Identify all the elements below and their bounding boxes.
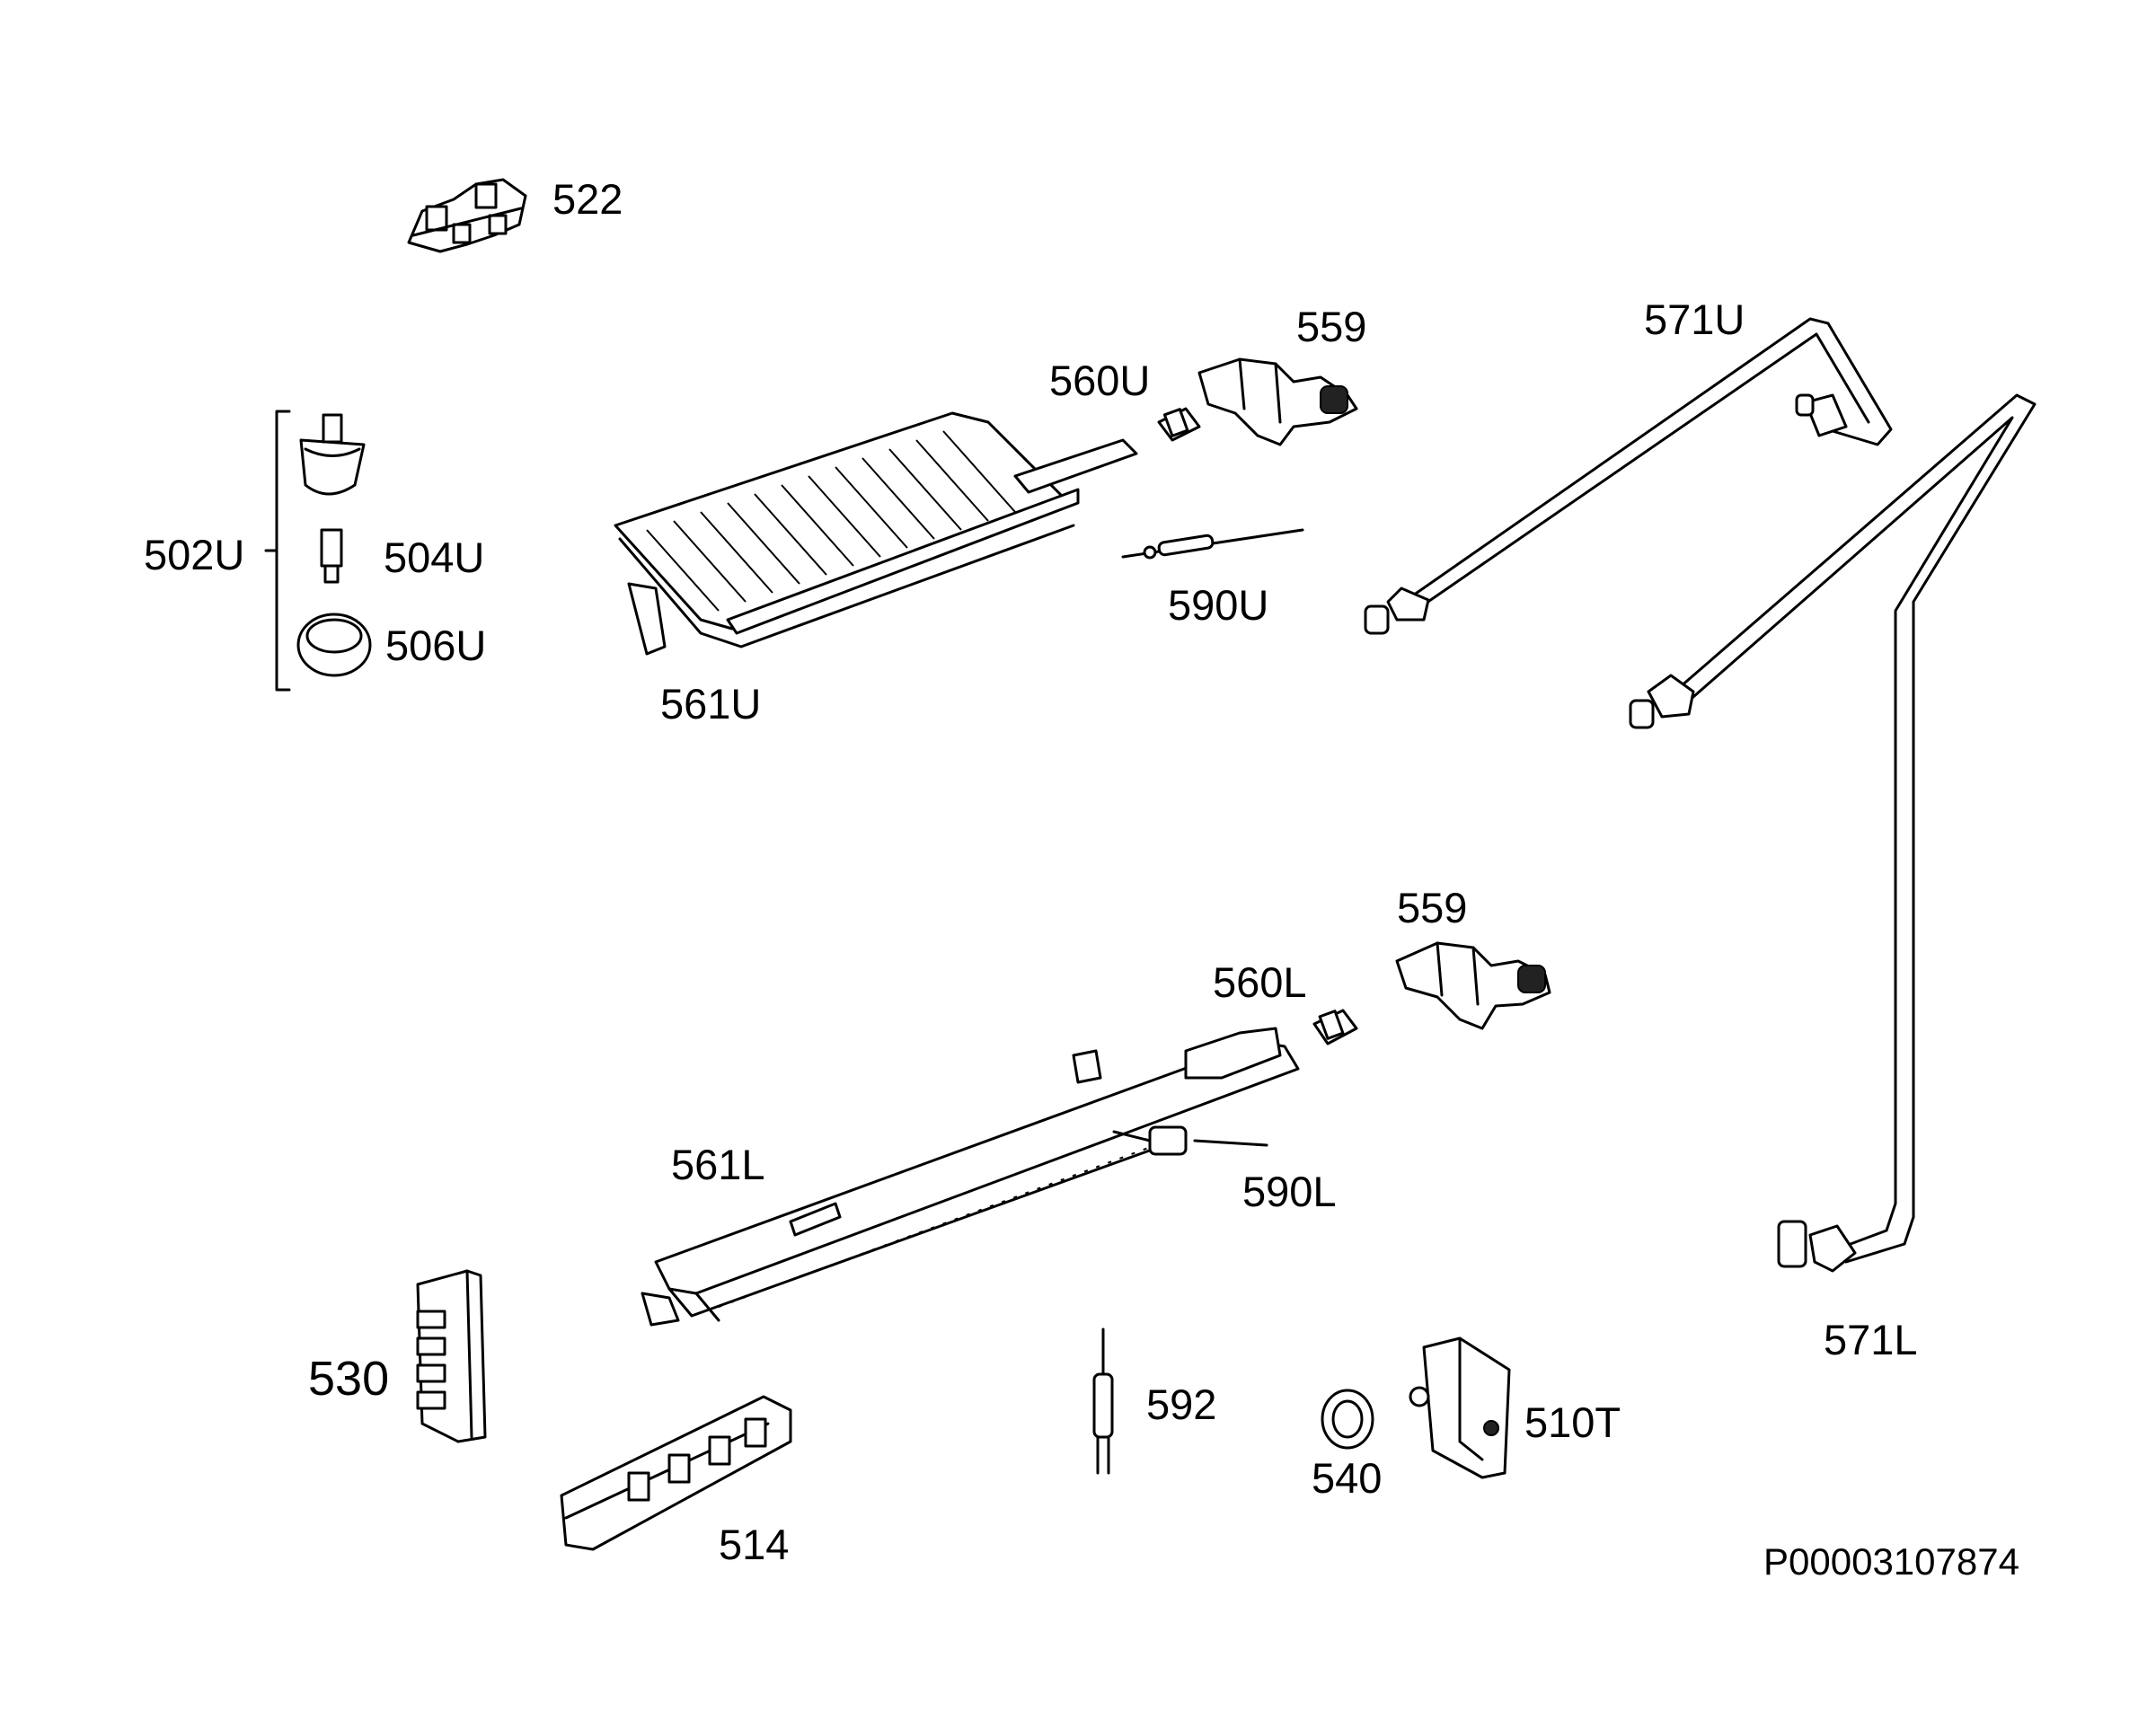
label-514: 514 (719, 1521, 790, 1568)
part-560U-injector (1157, 407, 1201, 442)
part-514-ignition-module (560, 1395, 792, 1551)
part-540-grommet (1321, 1389, 1374, 1450)
label-592: 592 (1146, 1380, 1217, 1428)
label-540: 540 (1312, 1454, 1383, 1502)
label-571L: 571L (1824, 1316, 1918, 1363)
label-530: 530 (308, 1352, 390, 1406)
part-561U-upper-burner (614, 411, 1138, 656)
part-502U-bracket (264, 410, 291, 692)
part-571U-upper-pipe (1364, 317, 1893, 635)
label-559-upper: 559 (1296, 303, 1367, 350)
part-559-lower-valve (1395, 941, 1551, 1030)
label-561L: 561L (671, 1141, 765, 1188)
label-571U: 571U (1644, 295, 1745, 343)
part-510T-timer (1409, 1336, 1511, 1479)
part-530-terminal-strip (416, 1269, 487, 1443)
part-592-spark-electrode (1092, 1327, 1114, 1475)
label-560L: 560L (1213, 958, 1307, 1006)
part-506U-cap (296, 613, 372, 677)
part-560L-injector (1312, 1009, 1358, 1045)
part-504U-switch (320, 528, 343, 584)
label-561U: 561U (660, 680, 762, 728)
label-510T: 510T (1524, 1398, 1621, 1446)
label-590L: 590L (1242, 1168, 1337, 1215)
label-522: 522 (552, 175, 623, 223)
part-590L-thermocouple (1112, 1125, 1268, 1156)
label-502U: 502U (144, 531, 245, 578)
document-id: P00003107874 (1763, 1540, 2019, 1583)
part-561L-lower-burner (641, 1027, 1300, 1327)
part-502U-knob (299, 413, 366, 496)
label-504U: 504U (384, 534, 485, 581)
part-522-terminal-block (407, 178, 527, 253)
label-559-lower: 559 (1397, 884, 1468, 931)
label-590U: 590U (1168, 581, 1269, 629)
part-559-upper-valve (1197, 357, 1358, 446)
label-506U: 506U (385, 622, 487, 669)
label-560U: 560U (1049, 357, 1151, 404)
part-571L-lower-pipe (1629, 393, 2037, 1273)
part-590U-thermocouple (1121, 528, 1304, 560)
